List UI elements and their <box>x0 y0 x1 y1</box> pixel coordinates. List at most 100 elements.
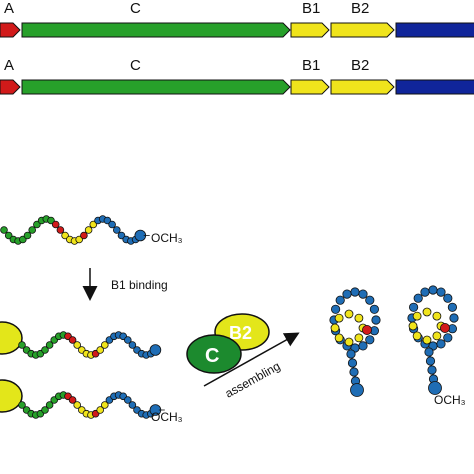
residue-bead <box>124 336 132 344</box>
residue-bead <box>412 311 422 321</box>
residue-bead <box>335 295 345 305</box>
segment-c-arrow <box>21 79 291 95</box>
residue-bead <box>45 341 54 349</box>
residue-bead <box>41 406 49 414</box>
segment-a-arrow <box>0 22 21 38</box>
residue-bead <box>330 323 340 333</box>
residue-bead <box>354 313 364 323</box>
terminal-residue <box>428 381 442 395</box>
segment-b2-arrow <box>330 79 395 95</box>
residue-bead <box>412 331 422 341</box>
residue-bead <box>422 335 432 345</box>
residue-bead <box>371 315 381 325</box>
label-a: A <box>4 0 14 17</box>
residue-bead <box>443 293 453 303</box>
residue-bead <box>0 226 8 234</box>
residue-bead <box>365 295 375 305</box>
gene-track-1: A C B1 B2 <box>0 0 474 38</box>
residue-bead <box>424 347 434 357</box>
residue-bead <box>334 313 344 323</box>
segment-a-arrow <box>0 79 21 95</box>
residue-bead <box>101 401 109 409</box>
residue-bead <box>420 287 430 297</box>
residue-bead <box>350 287 360 297</box>
segment-navy-bar <box>395 79 474 95</box>
label-b2: B2 <box>351 0 369 17</box>
segment-b2-arrow <box>330 22 395 38</box>
residue-bead <box>449 313 459 323</box>
residue-bead <box>73 341 81 349</box>
residue-bead <box>365 335 375 345</box>
residue-bead <box>408 302 419 312</box>
terminus-label-bound: OCH₃ <box>151 410 183 424</box>
residue-bead <box>428 285 438 295</box>
residue-bead <box>18 401 26 409</box>
residue-bead <box>425 356 436 366</box>
peptide-chain-unbound <box>0 215 150 245</box>
residue-bead <box>128 401 137 409</box>
residue-bead <box>108 220 116 229</box>
label-b2: B2 <box>351 57 369 74</box>
residue-bead <box>96 346 104 354</box>
terminal-residue <box>350 383 364 397</box>
residue-bead <box>354 333 364 343</box>
residue-bead <box>101 341 109 349</box>
residue-bead <box>436 287 446 297</box>
b1-bound-ellipse <box>0 379 23 413</box>
residue-bead <box>358 341 368 351</box>
terminus-label-folded: OCH₃ <box>434 393 466 407</box>
residue-bead <box>344 309 354 319</box>
residue-bead <box>344 337 354 347</box>
residue-bead <box>349 367 359 377</box>
step-binding-label: B1 binding <box>111 278 168 292</box>
residue-bead <box>334 333 344 343</box>
segment-navy-bar <box>395 22 474 38</box>
c-label: C <box>205 345 219 367</box>
label-c: C <box>130 57 141 74</box>
residue-bead <box>128 341 137 349</box>
residue-bead <box>408 321 418 331</box>
segment-c-arrow <box>21 22 291 38</box>
residue-bead <box>41 346 49 354</box>
residue-bead <box>56 226 65 234</box>
residue-bead <box>436 339 446 349</box>
residue-bead <box>346 349 356 359</box>
b1-bound-ellipse <box>0 321 23 355</box>
label-c: C <box>130 0 141 17</box>
residue-bead <box>342 289 352 299</box>
residue-bead <box>84 226 93 234</box>
knot-residue <box>439 322 450 333</box>
gene-track-2: A C B1 B2 <box>0 57 474 95</box>
c-b2-complex: B2 C <box>186 313 270 374</box>
residue-bead <box>358 289 368 299</box>
peptide-chain-bound-2 <box>18 391 165 419</box>
residue-bead <box>427 365 437 375</box>
assembling-arrow <box>203 332 300 387</box>
label-b1: B1 <box>302 57 320 74</box>
residue-bead <box>422 307 432 317</box>
b2-label: B2 <box>229 323 252 343</box>
peptide-chain-bound-1 <box>18 331 162 359</box>
residue-bead <box>149 344 162 356</box>
folded-lasso-peptide-2 <box>407 285 459 395</box>
terminus-label-top: OCH₃ <box>151 231 183 245</box>
residue-bead <box>80 231 88 240</box>
segment-b1-arrow <box>290 22 330 38</box>
knot-residue <box>361 324 372 335</box>
residue-bead <box>73 401 81 409</box>
residue-bead <box>68 336 77 344</box>
residue-bead <box>28 226 37 234</box>
residue-bead <box>432 311 442 321</box>
segment-b1-arrow <box>290 79 330 95</box>
residue-bead <box>124 396 132 404</box>
residue-bead <box>432 331 442 341</box>
residue-bead <box>68 396 77 404</box>
residue-bead <box>413 293 423 303</box>
residue-bead <box>330 304 341 314</box>
folded-lasso-peptide-1 <box>329 287 381 397</box>
residue-bead <box>369 304 379 314</box>
c-ellipse <box>186 334 242 374</box>
residue-bead <box>443 333 453 343</box>
residue-bead <box>45 401 54 409</box>
